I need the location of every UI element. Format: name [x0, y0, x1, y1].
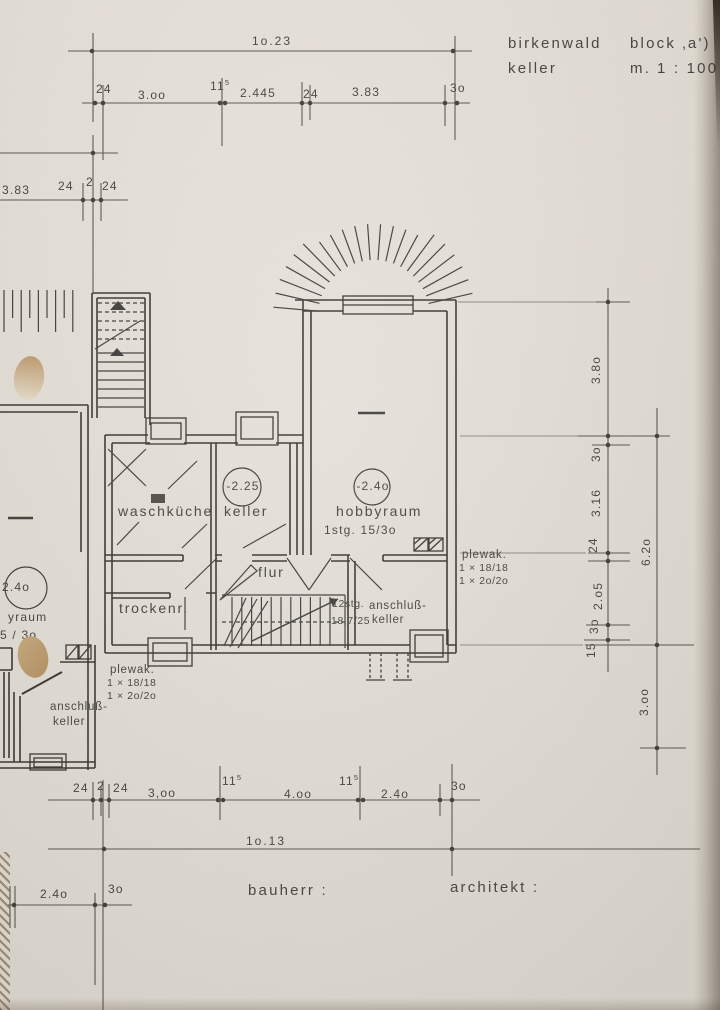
level-fragment: 2.4o	[2, 580, 31, 594]
architekt-label: architekt :	[450, 879, 540, 896]
dim-label: 15	[584, 642, 598, 658]
level-hobbyraum: -2.4o	[356, 479, 390, 493]
room-label-flur: flur	[258, 564, 285, 580]
fragment-anschluss-2: keller	[53, 716, 86, 728]
dim-label: 2	[86, 175, 94, 189]
vent-note-left-3: 1 × 2o/2o	[107, 690, 157, 702]
dim-label: 3.oo	[637, 687, 651, 716]
dim-label: 24	[96, 82, 112, 96]
fragment-note-cut: 5 / 3o	[0, 628, 38, 642]
hatching	[3, 224, 473, 646]
dim-bottom-total: 1o.13	[246, 834, 287, 848]
stair-step-note: 18,7/25	[331, 615, 371, 627]
room-label-waschkueche: waschküche	[118, 503, 214, 519]
dim-label: 3.83	[352, 85, 381, 99]
stair-count-note: 12stg.	[332, 598, 365, 610]
room-label-anschlusskeller-1: anschluß-	[369, 600, 427, 612]
dim-label: 3o	[108, 882, 124, 896]
vent-note-left-1: plewak.	[110, 664, 155, 676]
dim-label: 3,oo	[148, 786, 177, 800]
vent-note-right-1: plewak.	[462, 549, 507, 561]
dim-label: 2.445	[240, 86, 277, 100]
room-label-keller: keller	[224, 503, 269, 519]
dimension-nodes	[11, 48, 660, 908]
dim-label: 3o	[589, 446, 603, 462]
level-keller: -2.25	[226, 479, 260, 493]
dim-label: 3o	[450, 81, 466, 95]
dim-label: 2.o5	[591, 581, 605, 610]
dim-label: 3.16	[589, 488, 603, 517]
project-title: birkenwald	[508, 35, 602, 52]
doors-and-marks	[4, 301, 391, 649]
dim-label: 24	[586, 537, 600, 553]
dim-label: 3.8o	[589, 355, 603, 384]
dim-label: 3.83	[2, 183, 31, 197]
dim-label: 24	[303, 87, 319, 101]
room-label-hobbyraum: hobbyraum	[336, 503, 423, 519]
bauherr-label: bauherr :	[248, 882, 328, 899]
dim-label: 24	[102, 179, 118, 193]
vent-note-left-2: 1 × 18/18	[107, 677, 157, 689]
dim-top-total: 1o.23	[252, 34, 293, 48]
fragment-label-cut: yraum	[8, 610, 48, 624]
dim-label: 3.oo	[138, 88, 167, 102]
dim-label: 24	[113, 781, 129, 795]
floor-title: keller	[508, 60, 558, 77]
scale-value: 1 : 100	[657, 60, 719, 77]
windows	[29, 295, 449, 771]
fragment-anschluss-1: anschluß-	[50, 701, 108, 713]
dim-label: 24	[58, 179, 74, 193]
dim-label: 24	[73, 781, 89, 795]
dim-label: 3o	[587, 618, 601, 634]
room-label-anschlusskeller-2: keller	[372, 614, 405, 626]
dim-label: 2.4o	[40, 887, 69, 901]
dim-label: 115	[339, 773, 358, 788]
vent-note-right-2: 1 × 18/18	[459, 562, 509, 574]
room-label-trockenraum: trockenr.	[119, 600, 189, 616]
block-title: block ‚a')	[630, 35, 711, 52]
vent-note-right-3: 1 × 2o/2o	[459, 575, 509, 587]
dim-label: 6.2o	[639, 537, 653, 566]
scale-prefix: m.	[630, 60, 652, 77]
dim-label: 115	[222, 773, 241, 788]
dim-label: 3o	[451, 779, 467, 793]
dim-label: 2	[97, 779, 105, 793]
stair-note-hobbyraum: 1stg. 15/3o	[324, 523, 397, 537]
dim-label: 115	[210, 78, 229, 93]
dim-label: 2.4o	[381, 787, 410, 801]
dim-label: 4.oo	[284, 787, 313, 801]
